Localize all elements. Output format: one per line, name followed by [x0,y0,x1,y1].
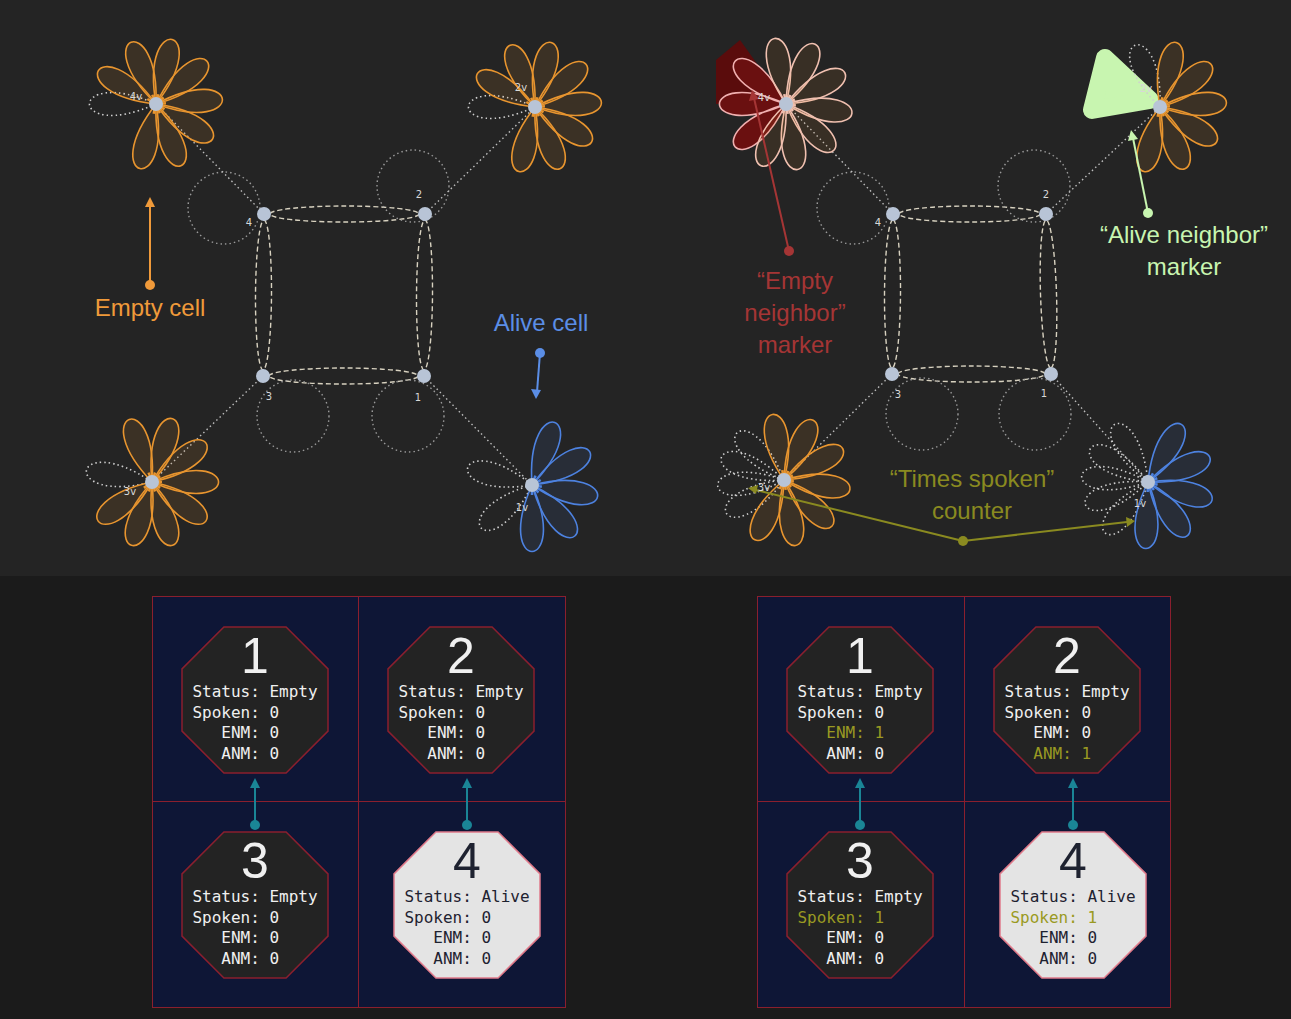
cell-field: Spoken: 0 [192,703,279,724]
vertex-label: 1v [516,502,528,513]
cell-flower [1082,423,1213,548]
callout-label: Empty cell [95,292,206,324]
vertex-label: 4v [130,91,142,102]
cell-field: Spoken: 1 [797,908,884,929]
cell-number: 3 [241,835,269,887]
vertex-label: 4v [758,92,770,103]
cell-field: ENM: 0 [404,928,491,949]
cell-field: ANM: 0 [1010,949,1097,970]
vertex-label: 4 [875,217,881,228]
connector-arrow [250,778,260,830]
cell-field: Status: Alive [1010,887,1135,908]
square-graph [152,104,535,485]
vertex-label: 2 [416,189,422,200]
cell-field: ENM: 0 [192,723,279,744]
vertex-label: 1v [1134,498,1146,509]
cell-field: ENM: 0 [797,928,884,949]
vertex-label: 2v [1140,83,1152,94]
connector-arrow [462,778,472,830]
cell-flower [467,422,597,552]
cell-field: Spoken: 0 [797,703,884,724]
cell-field: Spoken: 0 [1004,703,1091,724]
callout-label: “Times spoken” counter [860,463,1085,527]
cell-number: 2 [1053,630,1081,682]
cell-field: ENM: 0 [192,928,279,949]
bottom-panel [0,576,1291,1019]
cell-field: Status: Empty [398,682,523,703]
cell-octagon: 2Status: EmptySpoken: 0ENM: 0ANM: 0 [387,626,535,774]
cell-field: Spoken: 1 [1010,908,1097,929]
cell-octagon: 1Status: EmptySpoken: 0ENM: 1ANM: 0 [786,626,934,774]
cell-flower [468,42,601,172]
callout-label: “Empty neighbor” marker [725,265,865,361]
cell-field: ANM: 1 [1004,744,1091,765]
cell-field: ANM: 0 [797,744,884,765]
vertex-label: 3 [266,391,272,402]
connector-arrow [855,778,865,830]
cell-field: Status: Empty [797,887,922,908]
cell-field: ENM: 0 [1010,928,1097,949]
cell-field: Status: Empty [1004,682,1129,703]
cell-field: Spoken: 0 [398,703,485,724]
cell-octagon: 3Status: EmptySpoken: 1ENM: 0ANM: 0 [786,831,934,979]
vertex-label: 2 [1043,189,1049,200]
callout-label: Alive cell [494,307,589,339]
connector-arrow [1068,778,1078,830]
cell-field: Spoken: 0 [192,908,279,929]
cell-field: ANM: 0 [797,949,884,970]
cell-number: 4 [453,835,481,887]
grid-left [153,597,566,1008]
cell-number: 1 [846,630,874,682]
cell-flower [718,414,850,545]
cell-flower [86,418,218,545]
cell-flower [756,38,852,169]
cell-flower [1130,42,1227,172]
leader-lines [145,90,1153,546]
cell-octagon: 2Status: EmptySpoken: 0ENM: 0ANM: 1 [993,626,1141,774]
cell-field: ENM: 0 [398,723,485,744]
vertex-label: 1 [415,392,421,403]
cell-field: Status: Empty [797,682,922,703]
cell-field: ANM: 0 [192,949,279,970]
vertex-label: 3 [895,389,901,400]
cell-field: ENM: 1 [797,723,884,744]
cell-octagon: 1Status: EmptySpoken: 0ENM: 0ANM: 0 [181,626,329,774]
cell-field: Status: Empty [192,682,317,703]
graph-drawings [86,38,1226,551]
vertex-label: 4 [246,217,252,228]
square-graph [784,104,1160,482]
grid-right [758,597,1171,1008]
cell-number: 2 [447,630,475,682]
cell-octagon: 4Status: AliveSpoken: 0ENM: 0ANM: 0 [393,831,541,979]
callout-label: “Alive neighbor” marker [1077,219,1291,283]
vertex-label: 3v [758,482,770,493]
cell-field: ANM: 0 [398,744,485,765]
cell-flower [89,39,222,169]
cell-octagon: 3Status: EmptySpoken: 0ENM: 0ANM: 0 [181,831,329,979]
vertex-label: 3v [124,486,136,497]
cell-number: 4 [1059,835,1087,887]
cell-field: ANM: 0 [404,949,491,970]
cell-number: 1 [241,630,269,682]
cell-field: Status: Empty [192,887,317,908]
top-panel [0,0,1291,576]
cell-field: Spoken: 0 [404,908,491,929]
cell-number: 3 [846,835,874,887]
cell-field: ENM: 0 [1004,723,1091,744]
cell-field: ANM: 0 [192,744,279,765]
cell-field: Status: Alive [404,887,529,908]
cell-octagon: 4Status: AliveSpoken: 1ENM: 0ANM: 0 [999,831,1147,979]
vertex-label: 1 [1041,388,1047,399]
vertex-label: 2v [515,82,527,93]
